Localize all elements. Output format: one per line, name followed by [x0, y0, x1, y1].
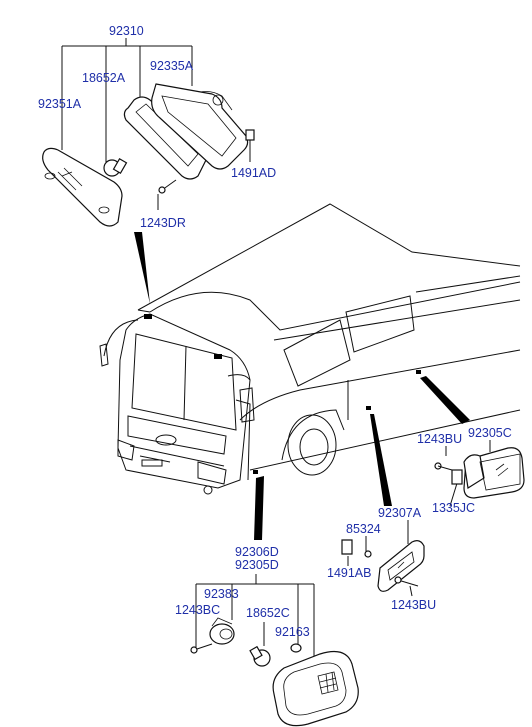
pointer-mid-side [370, 414, 392, 506]
side-marker-lamp-92305C [463, 447, 525, 499]
label-18652C[interactable]: 18652C [246, 606, 290, 620]
socket-85324 [364, 550, 372, 558]
label-1243BU-right[interactable]: 1243BU [417, 432, 462, 446]
bulb-18652A [103, 157, 128, 177]
clip-1491AD [245, 129, 255, 162]
label-92305C[interactable]: 92305C [468, 426, 512, 440]
side-marker-lamp-92305D [272, 651, 359, 727]
gasket-92163 [290, 643, 302, 653]
screw-1243BU-right [434, 462, 453, 471]
label-18652A[interactable]: 18652A [82, 71, 126, 85]
side-marker-92307A-group [341, 520, 425, 597]
pointer-roof [134, 232, 150, 304]
lamp-housing [151, 83, 249, 170]
side-marker-lamp-92307A [377, 540, 425, 592]
label-1243BU-mid[interactable]: 1243BU [391, 598, 436, 612]
label-92335A[interactable]: 92335A [150, 59, 194, 73]
label-92383[interactable]: 92383 [204, 587, 239, 601]
screw-1243DR [157, 179, 177, 210]
bus-outline [99, 203, 521, 495]
screw-1243BU-mid [394, 576, 419, 597]
bulb-18652C [249, 645, 271, 667]
label-92307A[interactable]: 92307A [378, 506, 422, 520]
label-92305D[interactable]: 92305D [235, 558, 279, 572]
label-1491AB[interactable]: 1491AB [327, 566, 371, 580]
pointer-rear-side [420, 376, 470, 424]
socket-92383 [209, 617, 235, 645]
pointer-front-side [254, 476, 264, 540]
pointer-wedges [134, 232, 470, 540]
screw-1243BC [190, 643, 213, 654]
label-92310[interactable]: 92310 [109, 24, 144, 38]
label-92163[interactable]: 92163 [275, 625, 310, 639]
label-85324[interactable]: 85324 [346, 522, 381, 536]
roof-marker-lamp-group [42, 38, 255, 227]
label-1491AD[interactable]: 1491AD [231, 166, 276, 180]
label-92306D[interactable]: 92306D [235, 545, 279, 559]
clip-1491AB [341, 539, 353, 555]
clip-1335JC [451, 469, 463, 485]
label-1243BC[interactable]: 1243BC [175, 603, 220, 617]
label-1243DR[interactable]: 1243DR [140, 216, 186, 230]
side-marker-92305D-group [190, 574, 359, 727]
label-92351A[interactable]: 92351A [38, 97, 82, 111]
label-1335JC[interactable]: 1335JC [432, 501, 475, 515]
lens-92351A [42, 147, 123, 227]
side-marker-92305C-group [434, 440, 525, 507]
part-labels: 92310 92335A 18652A 92351A 1491AD 1243DR… [38, 24, 512, 639]
